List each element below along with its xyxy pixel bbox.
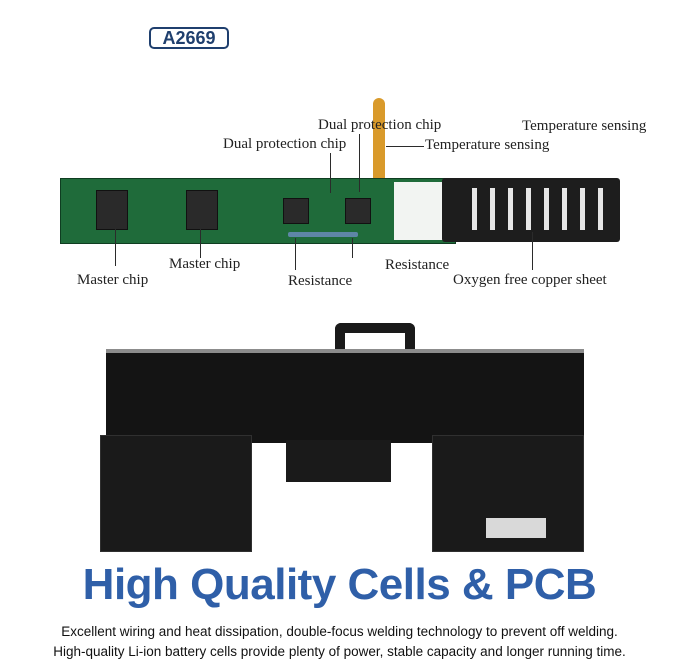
battery-top-cell xyxy=(106,349,584,443)
leader-line xyxy=(386,146,424,147)
battery-left-cell xyxy=(100,435,252,552)
connector-pin xyxy=(562,188,567,230)
battery-connector-tab xyxy=(335,323,415,363)
connector-pin xyxy=(490,188,495,230)
label-master-chip: Master chip xyxy=(169,256,241,272)
master-chip-left xyxy=(96,190,128,230)
battery-center-bridge xyxy=(286,440,391,482)
label-temperature-sensing: Temperature sensing xyxy=(522,118,647,134)
leader-line xyxy=(352,238,353,258)
leader-line xyxy=(200,228,201,258)
connector-pin xyxy=(580,188,585,230)
temperature-sensor-flex-cable xyxy=(373,98,385,188)
leader-line xyxy=(295,238,296,270)
label-temperature-sensing: Temperature sensing xyxy=(425,137,550,153)
connector-pin xyxy=(598,188,603,230)
label-resistance: Resistance xyxy=(385,257,450,273)
label-master-chip: Master chip xyxy=(77,272,149,288)
connector-pin xyxy=(508,188,513,230)
leader-line xyxy=(330,153,331,193)
connector-pin xyxy=(472,188,477,230)
protection-chip-right xyxy=(345,198,371,224)
leader-line xyxy=(532,232,533,270)
connector-pin xyxy=(544,188,549,230)
connector-pin xyxy=(526,188,531,230)
label-resistance: Resistance xyxy=(288,273,353,289)
label-copper-sheet: Oxygen free copper sheet xyxy=(453,272,607,288)
model-badge: A2669 xyxy=(149,27,229,49)
description-line-1: Excellent wiring and heat dissipation, d… xyxy=(61,624,618,639)
label-dual-protection-chip: Dual protection chip xyxy=(318,117,442,133)
protection-chip-left xyxy=(283,198,309,224)
label-dual-protection-chip: Dual protection chip xyxy=(223,136,347,152)
master-chip-right xyxy=(186,190,218,230)
resistor-strip xyxy=(288,232,358,237)
description-line-2: High-quality Li-ion battery cells provid… xyxy=(53,644,626,659)
headline: High Quality Cells & PCB xyxy=(82,560,597,609)
leader-line xyxy=(115,228,116,266)
battery-sticker xyxy=(486,518,546,538)
leader-line xyxy=(359,134,360,192)
copper-connector xyxy=(442,178,620,242)
